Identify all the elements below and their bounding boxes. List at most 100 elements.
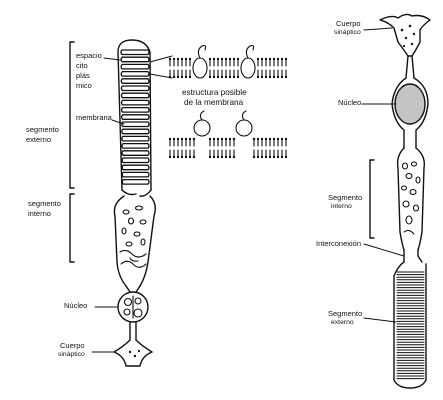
cone-cell bbox=[361, 13, 431, 389]
lower-membrane-proteins bbox=[193, 110, 253, 137]
lipid-head bbox=[172, 155, 176, 159]
lipid-head bbox=[268, 57, 272, 61]
lipid-head bbox=[264, 57, 268, 61]
label-cone-segmento-interno-1: Segmento bbox=[328, 193, 363, 202]
lipid-head bbox=[260, 155, 264, 159]
rod-disk bbox=[120, 85, 150, 92]
lipid-head bbox=[268, 155, 272, 159]
rod-disk bbox=[120, 56, 150, 63]
lipid-head bbox=[188, 57, 192, 61]
cone-externo-leader bbox=[363, 317, 397, 323]
lipid-head bbox=[172, 137, 176, 141]
lipid-head bbox=[184, 137, 188, 141]
lipid-head bbox=[272, 57, 276, 61]
label-rod-segmento-interno-2: interno bbox=[28, 209, 51, 218]
lipid-head bbox=[280, 155, 284, 159]
lipid-head bbox=[228, 155, 232, 159]
label-cone-segmento-interno-2: interno bbox=[331, 203, 352, 210]
lipid-head bbox=[256, 57, 260, 61]
lipid-head bbox=[224, 155, 228, 159]
lipid-head bbox=[232, 75, 236, 79]
lipid-head bbox=[172, 57, 176, 61]
rod-cell bbox=[69, 39, 157, 367]
lipid-head bbox=[184, 155, 188, 159]
membrane-structure-detail bbox=[149, 44, 288, 159]
lipid-head bbox=[216, 137, 220, 141]
lipid-head bbox=[260, 137, 264, 141]
lipid-head bbox=[216, 75, 220, 79]
rod-disk bbox=[120, 49, 150, 56]
upper-membrane-proteins bbox=[192, 44, 256, 79]
lipid-head bbox=[276, 155, 280, 159]
lipid-head bbox=[272, 155, 276, 159]
rod-disk bbox=[120, 63, 150, 70]
label-rod-cuerpo-2: sináptico bbox=[58, 351, 85, 358]
rod-disk bbox=[120, 92, 150, 99]
rod-disk bbox=[121, 114, 150, 120]
lipid-head bbox=[212, 155, 216, 159]
lipid-head bbox=[168, 137, 172, 141]
rod-outer-segment-outline bbox=[117, 39, 152, 191]
lipid-head bbox=[284, 75, 288, 79]
lipid-head bbox=[232, 137, 236, 141]
detail-pointer-upper bbox=[149, 55, 173, 63]
lipid-head bbox=[216, 57, 220, 61]
lipid-head bbox=[280, 57, 284, 61]
lipid-head bbox=[280, 75, 284, 79]
lipid-head bbox=[264, 137, 268, 141]
lipid-head bbox=[208, 137, 212, 141]
lipid-head bbox=[188, 137, 192, 141]
lipid-head bbox=[168, 75, 172, 79]
lipid-head bbox=[252, 137, 256, 141]
lipid-head bbox=[188, 75, 192, 79]
lower-membrane-bilayer bbox=[168, 137, 288, 159]
cone-outer-segment-outline bbox=[393, 261, 427, 389]
rod-connecting-cilium bbox=[121, 189, 152, 197]
lipid-head bbox=[280, 137, 284, 141]
lipid-head bbox=[168, 155, 172, 159]
label-cone-nucleo: Núcleo bbox=[338, 98, 362, 107]
lipid-head bbox=[192, 155, 196, 159]
lipid-head bbox=[252, 155, 256, 159]
lipid-head bbox=[264, 155, 268, 159]
lipid-head bbox=[220, 75, 224, 79]
cone-outer-lamellae bbox=[396, 271, 425, 380]
cone-inner-bracket bbox=[369, 159, 375, 239]
lipid-head bbox=[256, 137, 260, 141]
cone-axon bbox=[405, 55, 415, 79]
lipid-head bbox=[220, 137, 224, 141]
label-rod-segmento-externo-2: externo bbox=[26, 135, 52, 144]
lipid-head bbox=[176, 75, 180, 79]
lipid-head bbox=[272, 137, 276, 141]
lipid-head bbox=[176, 155, 180, 159]
rod-disk bbox=[121, 171, 150, 178]
label-cone-segmento-externo-2: externo bbox=[331, 319, 354, 326]
lipid-head bbox=[228, 137, 232, 141]
label-cone-cuerpo-1: Cuerpo bbox=[336, 19, 361, 28]
lipid-head bbox=[192, 137, 196, 141]
lipid-head bbox=[216, 155, 220, 159]
lipid-head bbox=[224, 137, 228, 141]
label-rod-segmento-externo-1: segmento bbox=[26, 125, 59, 134]
lipid-head bbox=[232, 57, 236, 61]
lipid-head bbox=[268, 75, 272, 79]
lipid-head bbox=[268, 137, 272, 141]
espacio-leader bbox=[103, 57, 121, 61]
lipid-head bbox=[176, 57, 180, 61]
rod-disk bbox=[121, 128, 150, 135]
label-espacio-4: mico bbox=[76, 81, 92, 90]
lipid-head bbox=[256, 75, 260, 79]
lipid-head bbox=[232, 155, 236, 159]
cone-synaptic-vesicles bbox=[400, 24, 416, 48]
label-cone-interconexion: Interconexión bbox=[316, 239, 362, 248]
membrana-leader bbox=[111, 119, 125, 125]
label-cone-segmento-externo-1: Segmento bbox=[328, 309, 363, 318]
lipid-head bbox=[264, 75, 268, 79]
lipid-head bbox=[276, 137, 280, 141]
label-estructura-1: estructura posible bbox=[182, 88, 247, 97]
lipid-head bbox=[228, 57, 232, 61]
lipid-head bbox=[180, 75, 184, 79]
upper-membrane-bilayer bbox=[168, 57, 288, 79]
lipid-head bbox=[260, 75, 264, 79]
